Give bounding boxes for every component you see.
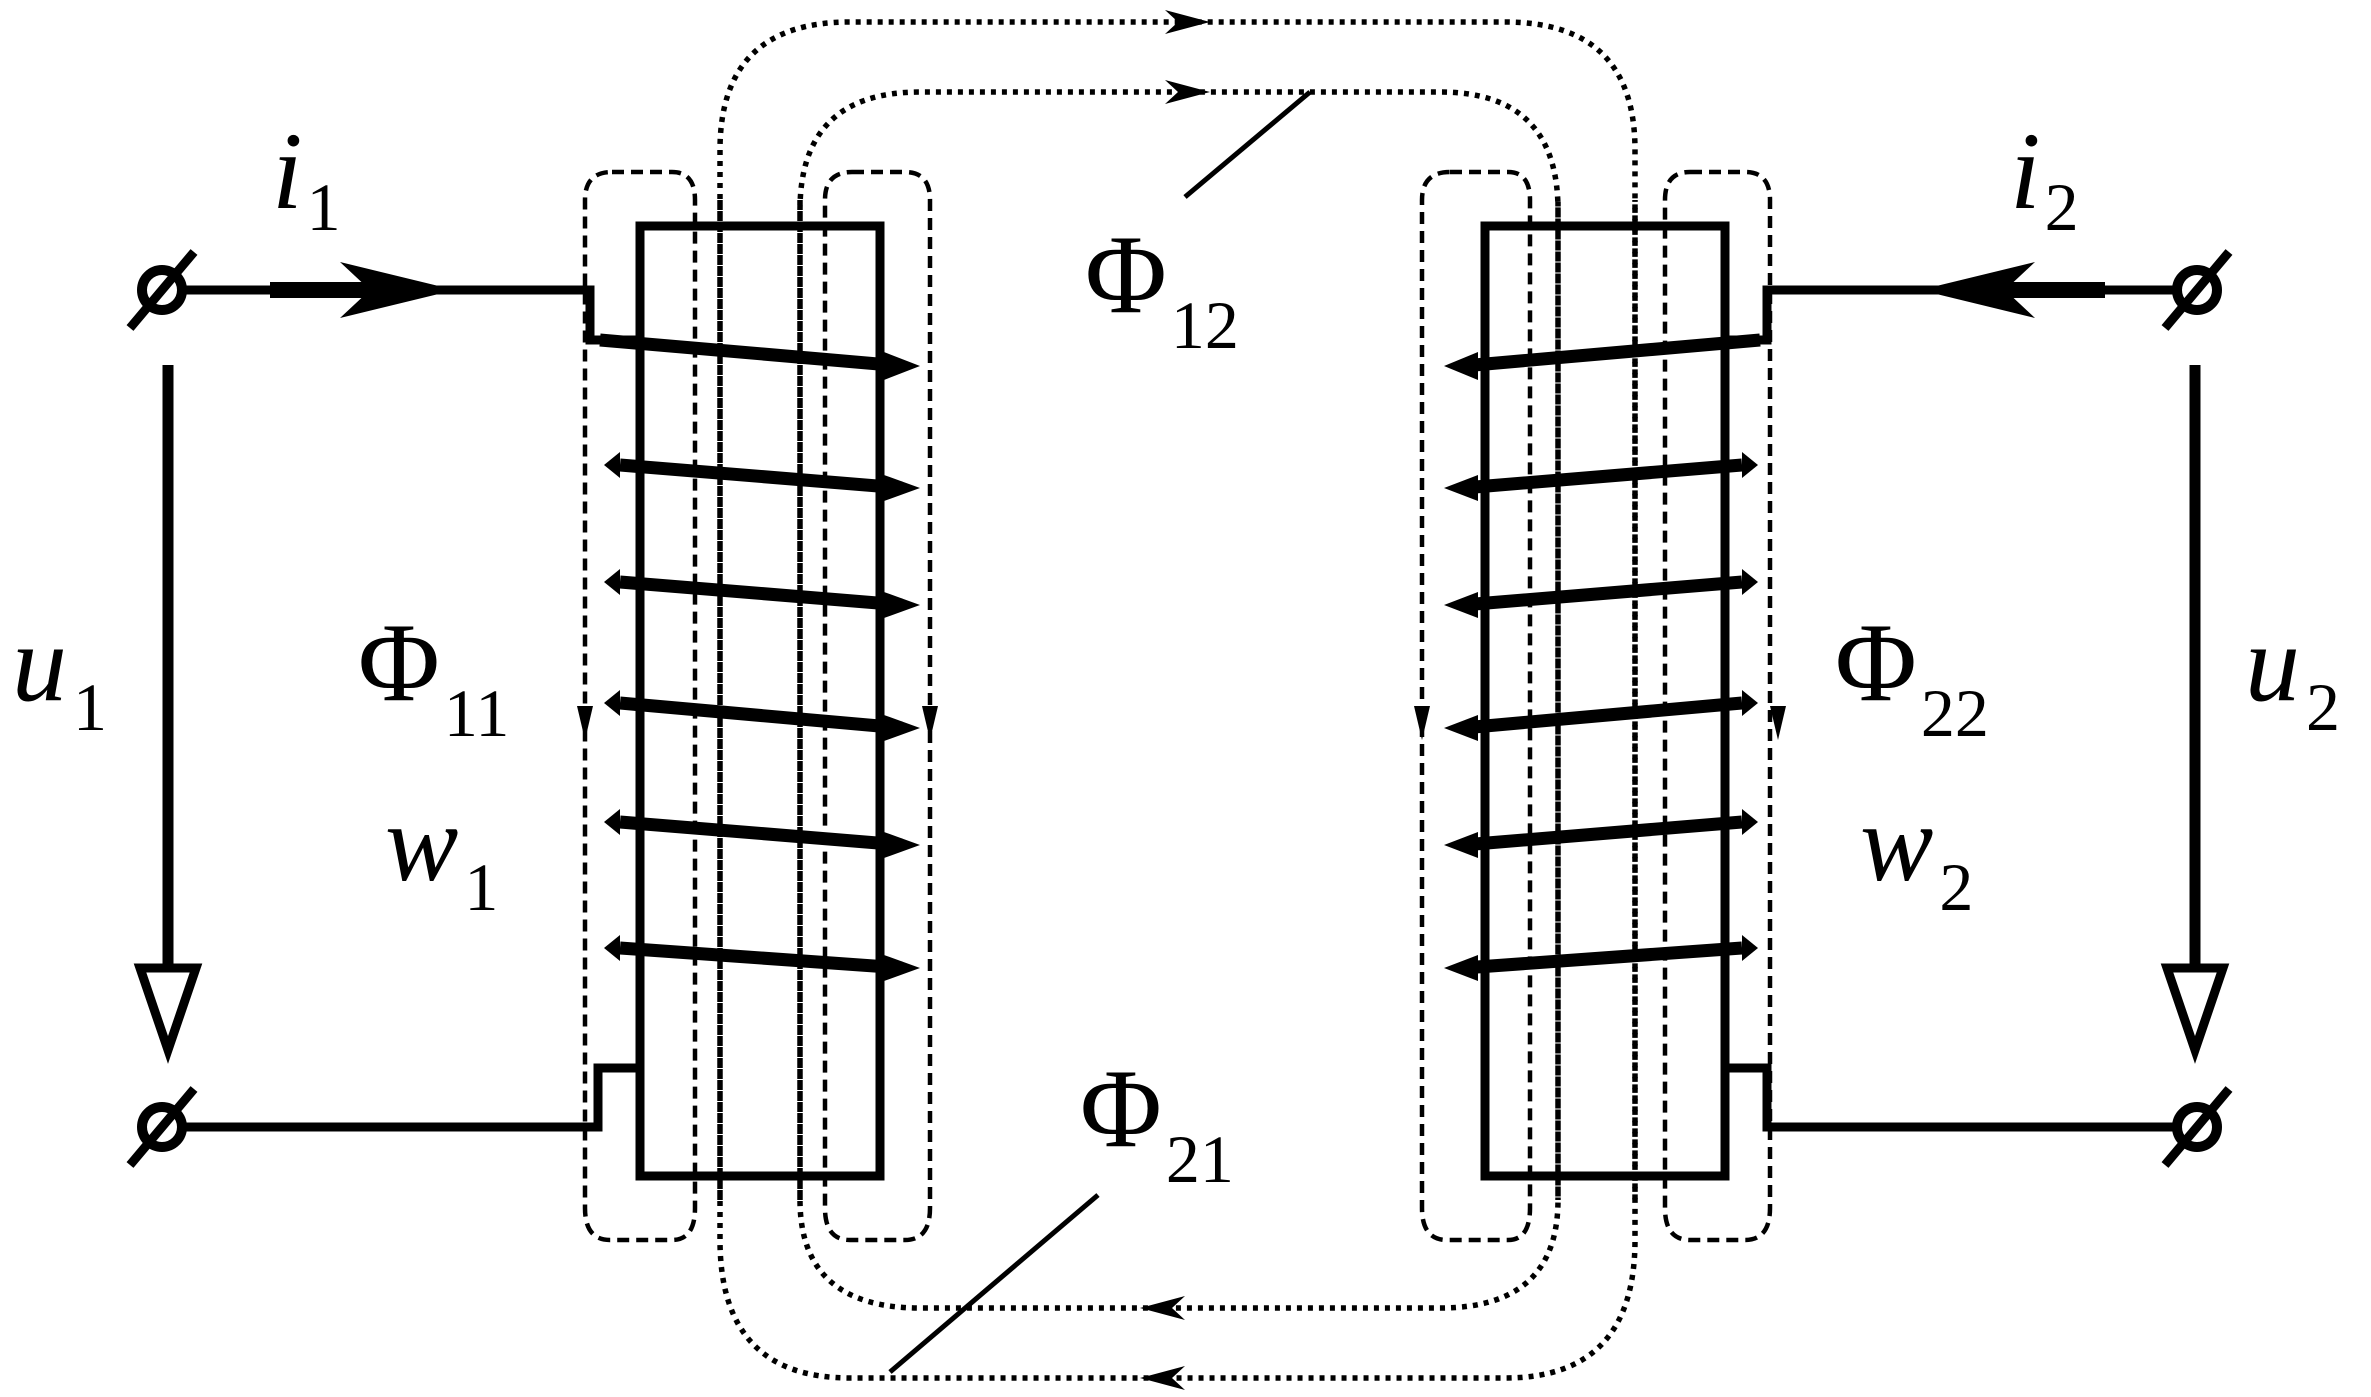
leakage-loop-phi11-right [822,169,933,1243]
label-i2: i2 [2010,110,2079,245]
voltage-arrow-u1 [133,365,203,1064]
mutual-flux-phi12-outer [717,19,1638,1200]
label-phi22: Φ22 [1835,601,1989,751]
phi21-leader-line [888,1193,1100,1374]
phi12-arrowhead-outer [1165,10,1210,34]
mutual-flux-phi12-inner [797,89,1561,1200]
phi22-arrowhead-left [1414,706,1430,740]
label-u1: u1 [12,602,107,745]
leakage-loop-phi22-right [1662,169,1773,1243]
phi12-leader-line [1183,90,1312,199]
label-w1: w1 [385,782,498,925]
leakage-loop-phi22-left [1419,169,1533,1243]
label-w2: w2 [1860,782,1973,925]
phi22-arrowhead-right [1770,706,1786,740]
label-phi12: Φ12 [1085,213,1239,363]
label-phi11: Φ11 [358,601,509,751]
voltage-arrow-u2 [2160,365,2230,1064]
current-arrow-i2 [1920,262,2105,318]
label-u2: u2 [2245,602,2340,745]
leakage-loop-phi11-left [582,169,698,1243]
core-right [1480,221,1730,1181]
mutual-flux-phi21-inner [797,200,1561,1311]
winding-w2 [1444,333,1761,981]
phi21-arrowhead-outer [1140,1366,1185,1390]
winding-w1 [599,333,920,981]
current-arrow-i1 [270,262,455,318]
core-left [635,221,885,1181]
phi11-arrowhead-left [577,706,593,740]
mutual-flux-phi21-outer [717,200,1638,1381]
phi21-arrowhead-inner [1140,1296,1185,1320]
label-i1: i1 [272,110,341,245]
phi11-arrowhead-right [922,706,938,740]
label-phi21: Φ21 [1080,1047,1234,1197]
wire-right-bottom [1725,1063,2177,1132]
wire-left-bottom [182,1063,640,1132]
phi12-arrowhead-inner [1165,80,1210,104]
